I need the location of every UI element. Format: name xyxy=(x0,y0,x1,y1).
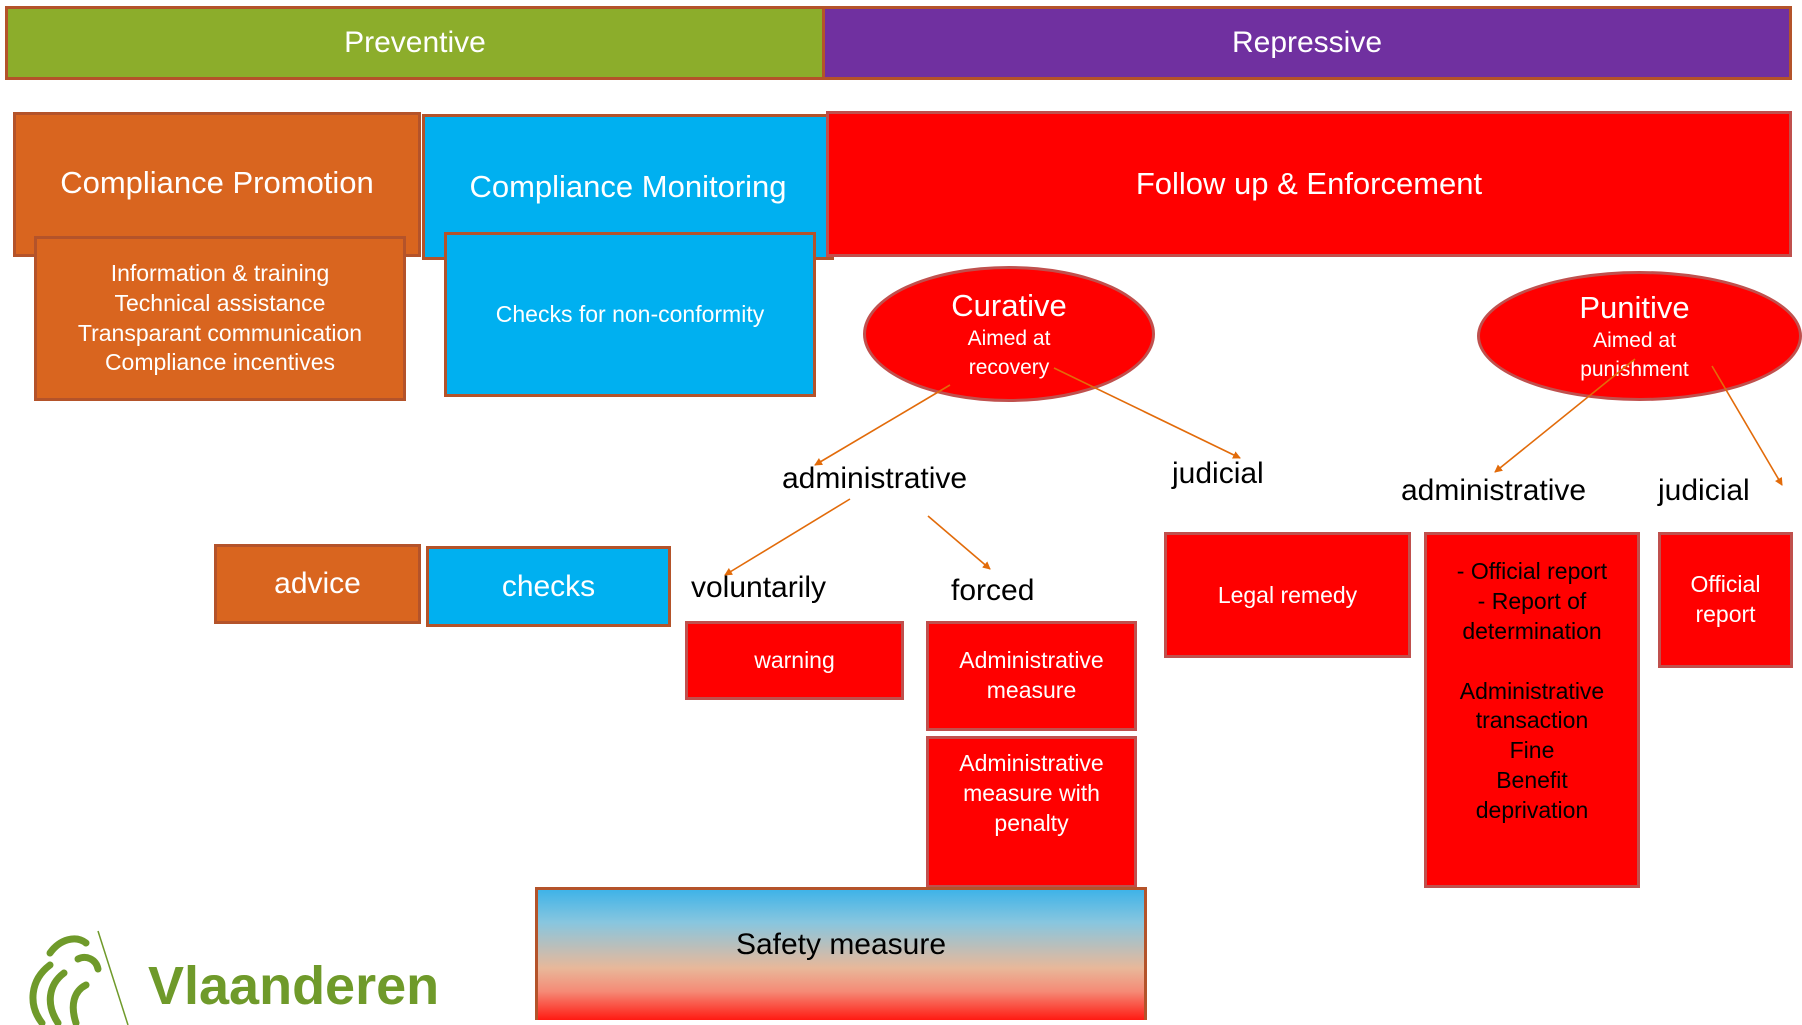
penalty-label: measure with xyxy=(963,779,1100,806)
penalty-label: Administrative xyxy=(959,750,1104,776)
checks-label: checks xyxy=(501,569,596,603)
punitive-admin-item: determination xyxy=(1462,617,1602,644)
preventive-label: Preventive xyxy=(344,26,486,59)
checks-box: checks xyxy=(426,546,671,627)
safety-measure-label: Safety measure xyxy=(735,928,947,961)
curative-subtitle: Aimed at xyxy=(967,327,1051,351)
preventive-band: Preventive xyxy=(5,6,825,80)
compliance-promotion-box: Compliance Promotion xyxy=(13,112,421,257)
enforcement-title: Follow up & Enforcement xyxy=(1135,166,1483,201)
administrative-measure-penalty-box: Administrative measure with penalty xyxy=(926,736,1137,888)
punitive-subtitle: Aimed at xyxy=(1593,329,1676,353)
penalty-label: penalty xyxy=(994,809,1069,836)
advice-box: advice xyxy=(214,544,421,624)
punitive-admin-item: transaction xyxy=(1475,707,1589,734)
promotion-item: Transparant communication xyxy=(77,319,363,346)
promotion-item: Technical assistance xyxy=(114,289,326,316)
arrow-administrative-to-voluntarily xyxy=(724,498,851,576)
repressive-label: Repressive xyxy=(1231,26,1383,59)
arrow-curative-to-administrative xyxy=(814,384,951,466)
promotion-items-box: Information & training Technical assista… xyxy=(34,236,406,401)
promotion-item: Compliance incentives xyxy=(104,349,336,376)
punitive-judicial-box: Official report xyxy=(1658,532,1793,668)
punitive-judicial-label: judicial xyxy=(1658,474,1750,507)
arrow-administrative-to-forced xyxy=(927,515,991,570)
punitive-admin-item: Administrative xyxy=(1459,677,1605,704)
voluntarily-label: voluntarily xyxy=(691,571,827,604)
arrow-punitive-to-administrative xyxy=(1494,358,1636,473)
compliance-promotion-title: Compliance Promotion xyxy=(60,165,374,200)
punitive-admin-item: Benefit xyxy=(1496,767,1568,794)
legal-remedy-label: Legal remedy xyxy=(1217,581,1358,608)
administrative-measure-box: Administrative measure xyxy=(926,621,1137,731)
official-report-label: report xyxy=(1695,601,1756,627)
punitive-administrative-label: administrative xyxy=(1401,474,1587,507)
punitive-ellipse: Punitive Aimed at punishment xyxy=(1477,271,1802,401)
vlaanderen-lion-icon xyxy=(29,930,129,1025)
punitive-title: Punitive xyxy=(1579,290,1690,326)
monitoring-detail-box: Checks for non-conformity xyxy=(444,232,816,397)
administrative-measure-label: Administrative xyxy=(959,647,1104,674)
promotion-item: Information & training xyxy=(110,259,330,286)
punitive-subtitle: punishment xyxy=(1580,357,1689,381)
curative-title: Curative xyxy=(951,288,1067,324)
monitoring-detail: Checks for non-conformity xyxy=(495,301,765,327)
curative-judicial-label: judicial xyxy=(1172,457,1264,490)
punitive-admin-item: - Report of xyxy=(1477,587,1587,614)
arrow-punitive-to-judicial xyxy=(1711,365,1783,486)
official-report-label: Official xyxy=(1690,571,1761,598)
repressive-band: Repressive xyxy=(822,6,1792,80)
forced-label: forced xyxy=(951,574,1035,607)
safety-measure-box: Safety measure xyxy=(535,887,1147,1020)
punitive-admin-item: Fine xyxy=(1509,737,1555,764)
compliance-monitoring-title: Compliance Monitoring xyxy=(469,169,787,204)
curative-administrative-label: administrative xyxy=(782,462,968,495)
legal-remedy-box: Legal remedy xyxy=(1164,532,1411,658)
enforcement-box: Follow up & Enforcement xyxy=(826,111,1792,257)
punitive-admin-item: - Official report xyxy=(1456,558,1608,584)
curative-subtitle: recovery xyxy=(968,355,1050,379)
warning-box: warning xyxy=(685,621,904,700)
curative-ellipse: Curative Aimed at recovery xyxy=(863,266,1155,402)
warning-label: warning xyxy=(754,647,835,673)
vlaanderen-logo-text: Vlaanderen xyxy=(148,956,440,1016)
advice-label: advice xyxy=(274,567,361,600)
administrative-measure-label: measure xyxy=(986,677,1077,703)
arrow-curative-to-judicial xyxy=(1053,367,1241,459)
punitive-administrative-box: - Official report - Report of determinat… xyxy=(1424,532,1640,888)
punitive-admin-item: deprivation xyxy=(1475,797,1589,824)
